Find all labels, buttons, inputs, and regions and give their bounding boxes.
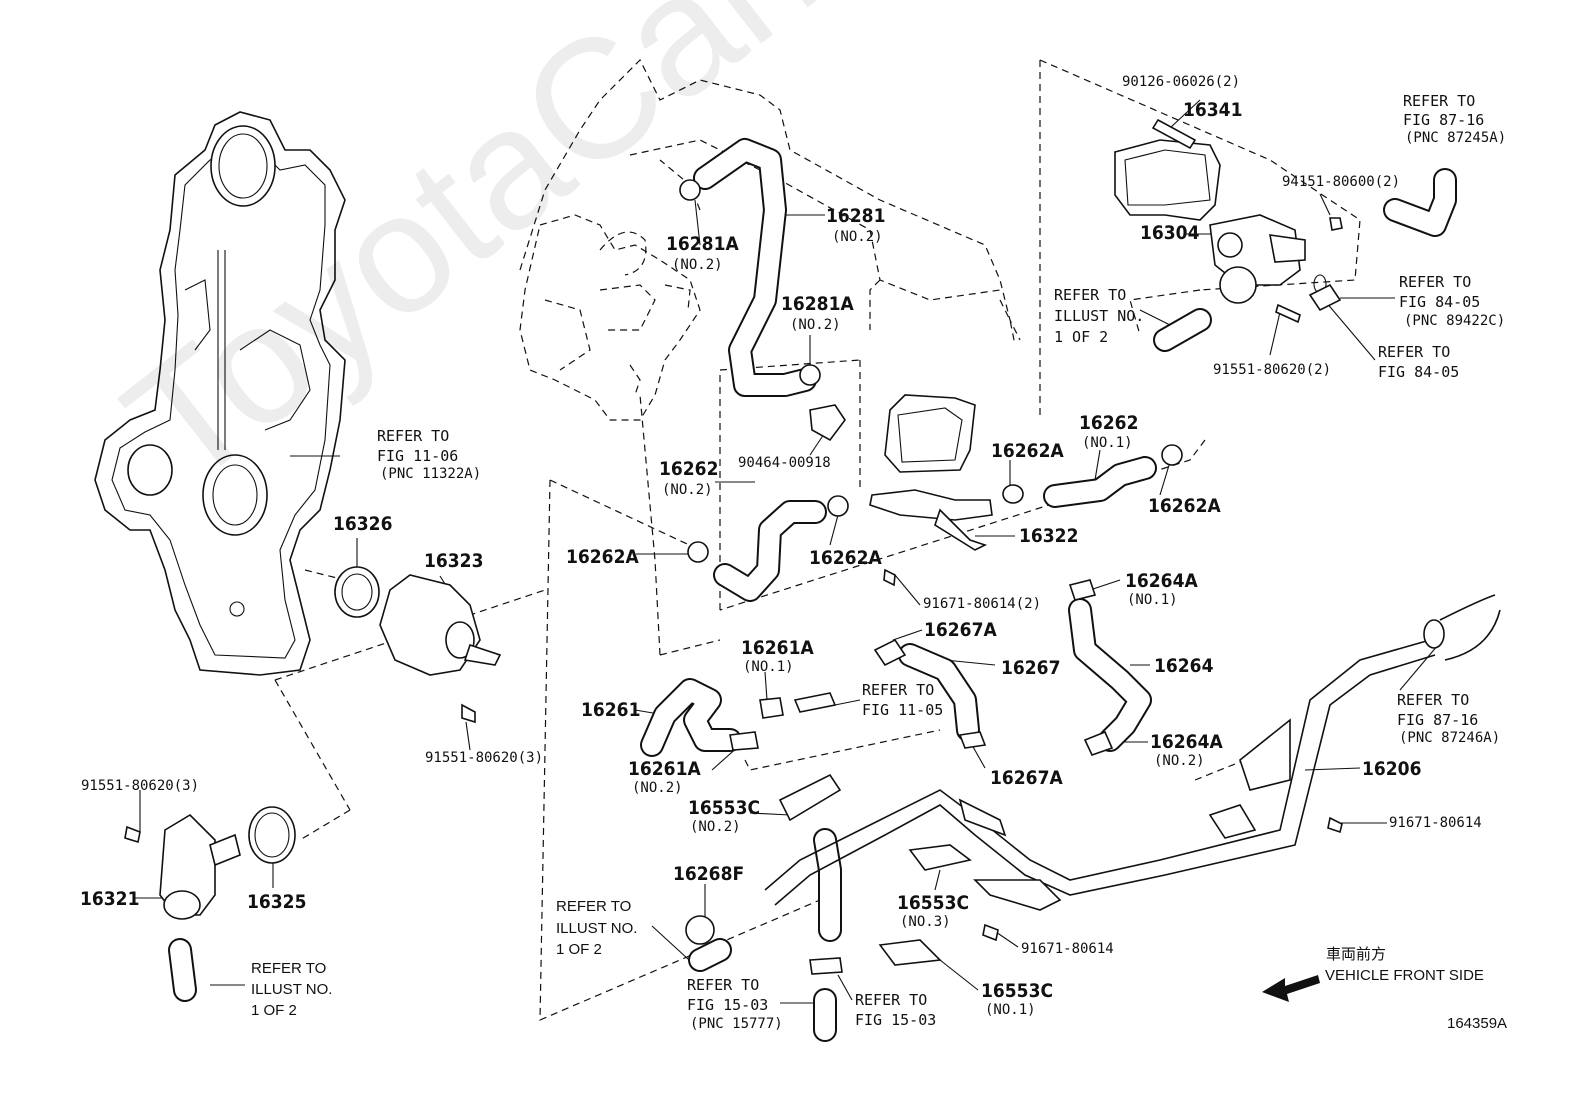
part-label-l-91671-2: 91671-80614(2) bbox=[923, 596, 1042, 612]
part-label-l-jp: 車両前方 bbox=[1326, 946, 1387, 963]
part-label-l-16553c-no1: 16553C bbox=[981, 980, 1054, 1002]
part-label-l-refill2-3: 1 OF 2 bbox=[556, 941, 602, 958]
part-label-l-16262-no2: 16262 bbox=[659, 458, 719, 480]
misc-parts bbox=[685, 568, 1343, 975]
part-label-l-16281a-top: 16281A bbox=[666, 233, 739, 255]
part-label-l-90464: 90464-00918 bbox=[738, 455, 831, 471]
part-label-l-ref87-16b-1: REFER TO bbox=[1397, 691, 1470, 709]
part-label-l-16322: 16322 bbox=[1019, 525, 1079, 547]
outlet-16321 bbox=[124, 806, 296, 920]
part-label-l-16553c-no3-sub: (NO.3) bbox=[900, 914, 951, 930]
part-label-l-ref84-05b-2: FIG 84-05 bbox=[1378, 363, 1460, 381]
part-label-l-16281-no2: (NO.2) bbox=[832, 229, 883, 245]
part-label-l-ref11-05-1: REFER TO bbox=[862, 681, 935, 699]
part-label-l-illno: 164359A bbox=[1447, 1015, 1508, 1032]
part-label-l-ref87-16b-2: FIG 87-16 bbox=[1397, 711, 1479, 729]
hoses bbox=[168, 138, 1457, 1042]
timing-chain-cover bbox=[94, 111, 346, 676]
part-label-l-ref15-03b-1: REFER TO bbox=[855, 991, 928, 1009]
turbo-manifold-outline bbox=[519, 214, 701, 421]
part-label-l-16262a-2: 16262A bbox=[1148, 495, 1221, 517]
part-label-l-16281a-mid: 16281A bbox=[781, 293, 854, 315]
part-label-l-16553c-no2: 16553C bbox=[688, 797, 761, 819]
part-label-l-ref11-05-2: FIG 11-05 bbox=[862, 701, 944, 719]
part-label-l-16264a-1-sub: (NO.1) bbox=[1127, 592, 1178, 608]
part-label-l-94151: 94151-80600(2) bbox=[1282, 174, 1401, 190]
part-label-l-16268f: 16268F bbox=[673, 863, 745, 885]
part-label-l-16262a-1: 16262A bbox=[991, 440, 1064, 462]
part-label-l-refill3-1: REFER TO bbox=[251, 960, 327, 977]
part-label-l-ref11-06-2: FIG 11-06 bbox=[377, 447, 459, 465]
part-label-l-91551-3a: 91551-80620(3) bbox=[425, 750, 544, 766]
part-label-l-16264: 16264 bbox=[1154, 655, 1214, 677]
part-label-l-ref84-05a-1: REFER TO bbox=[1399, 273, 1472, 291]
part-label-l-16553c-no1-sub: (NO.1) bbox=[985, 1002, 1036, 1018]
part-label-l-refill1-3: 1 OF 2 bbox=[1054, 328, 1109, 346]
part-label-l-16264a-2-sub: (NO.2) bbox=[1154, 753, 1205, 769]
part-label-l-16326: 16326 bbox=[333, 513, 393, 535]
part-label-l-ref87-16a-1: REFER TO bbox=[1403, 92, 1476, 110]
part-label-l-16281a-mid-no2: (NO.2) bbox=[790, 317, 841, 333]
part-label-l-16206: 16206 bbox=[1362, 758, 1422, 780]
water-pipe-16206 bbox=[764, 594, 1501, 906]
part-label-l-ref84-05b-1: REFER TO bbox=[1378, 343, 1451, 361]
part-label-l-91551-3b: 91551-80620(3) bbox=[81, 778, 200, 794]
part-label-l-91551-2: 91551-80620(2) bbox=[1213, 362, 1332, 378]
part-label-l-16261a-2: 16261A bbox=[628, 758, 701, 780]
part-label-l-16262-no1-sub: (NO.1) bbox=[1082, 435, 1133, 451]
part-label-l-ref15-03a-1: REFER TO bbox=[687, 976, 760, 994]
part-label-l-refill1-2: ILLUST NO. bbox=[1054, 307, 1145, 325]
part-label-l-16267a-2: 16267A bbox=[990, 767, 1063, 789]
part-label-l-16261a-2-sub: (NO.2) bbox=[632, 780, 683, 796]
part-label-l-16321: 16321 bbox=[80, 888, 140, 910]
engine-outline bbox=[519, 58, 1021, 346]
part-label-l-ref87-16a-2: FIG 87-16 bbox=[1403, 111, 1485, 129]
part-label-l-16262a-4: 16262A bbox=[809, 547, 882, 569]
part-label-l-ref15-03a-3: (PNC 15777) bbox=[690, 1016, 783, 1032]
part-label-l-16325: 16325 bbox=[247, 891, 307, 913]
part-label-l-16341: 16341 bbox=[1183, 99, 1243, 121]
part-label-l-16281: 16281 bbox=[826, 205, 886, 227]
part-label-l-ref87-16b-3: (PNC 87246A) bbox=[1399, 730, 1501, 746]
part-label-l-16261a-1-sub: (NO.1) bbox=[743, 659, 794, 675]
part-label-l-refill3-2: ILLUST NO. bbox=[251, 981, 333, 998]
part-label-l-ref87-16a-3: (PNC 87245A) bbox=[1405, 130, 1507, 146]
part-label-l-refill2-2: ILLUST NO. bbox=[556, 920, 638, 937]
part-label-l-ref15-03a-2: FIG 15-03 bbox=[687, 996, 769, 1014]
part-label-l-refill1-1: REFER TO bbox=[1054, 286, 1127, 304]
part-label-l-91671-a: 91671-80614 bbox=[1389, 815, 1482, 831]
part-label-l-16267: 16267 bbox=[1001, 657, 1061, 679]
part-label-l-16323: 16323 bbox=[424, 550, 484, 572]
part-label-l-16553c-no3: 16553C bbox=[897, 892, 970, 914]
part-label-l-16262-no2-sub: (NO.2) bbox=[662, 482, 713, 498]
part-label-l-16264a-2: 16264A bbox=[1150, 731, 1223, 753]
part-label-l-16262a-3: 16262A bbox=[566, 546, 639, 568]
part-label-l-90126: 90126-06026(2) bbox=[1122, 74, 1241, 90]
part-label-l-vfs: VEHICLE FRONT SIDE bbox=[1325, 967, 1484, 984]
part-label-l-ref84-05a-2: FIG 84-05 bbox=[1399, 293, 1481, 311]
part-label-l-ref15-03b-2: FIG 15-03 bbox=[855, 1011, 937, 1029]
part-label-l-ref11-06-1: REFER TO bbox=[377, 427, 450, 445]
part-label-l-16262-no1: 16262 bbox=[1079, 412, 1139, 434]
part-label-l-16264a-1: 16264A bbox=[1125, 570, 1198, 592]
part-label-l-16304: 16304 bbox=[1140, 222, 1200, 244]
water-inlet-16323 bbox=[334, 566, 502, 724]
part-label-l-91671-b: 91671-80614 bbox=[1021, 941, 1114, 957]
part-label-l-16261: 16261 bbox=[581, 699, 641, 721]
part-label-l-ref84-05a-3: (PNC 89422C) bbox=[1404, 313, 1506, 329]
part-label-l-ref11-06-3: (PNC 11322A) bbox=[380, 466, 482, 482]
part-label-l-16267a-1: 16267A bbox=[924, 619, 997, 641]
water-outlet-16304 bbox=[1114, 118, 1343, 324]
boundary-lines bbox=[274, 59, 1361, 1021]
part-label-l-refill3-3: 1 OF 2 bbox=[251, 1002, 297, 1019]
vehicle-front-arrow bbox=[1262, 975, 1320, 1002]
pipe-16322 bbox=[679, 179, 1183, 563]
part-label-l-refill2-1: REFER TO bbox=[556, 898, 632, 915]
part-label-l-16281a-top-no2: (NO.2) bbox=[672, 257, 723, 273]
part-label-l-16553c-no2-sub: (NO.2) bbox=[690, 819, 741, 835]
part-label-l-16261a-1: 16261A bbox=[741, 637, 814, 659]
